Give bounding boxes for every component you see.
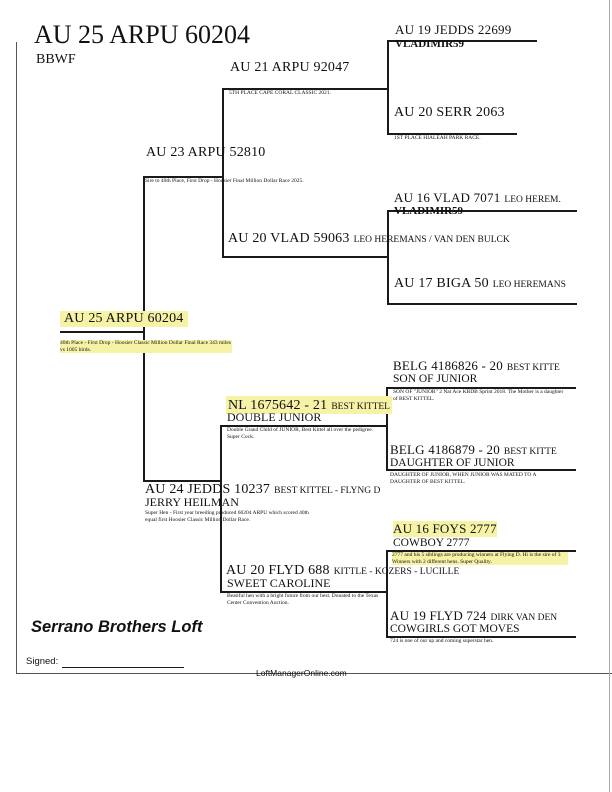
gg5-line: BELG 4186826 - 20 BEST KITTE [393, 357, 560, 375]
gg4-underline [387, 303, 577, 305]
dam-sire-name: DOUBLE JUNIOR [227, 410, 322, 424]
page-border-left [16, 42, 17, 673]
dam-dam-band: AU 20 FLYD 688 [226, 563, 330, 578]
sire-branch-line [222, 88, 224, 256]
dam-name: JERRY HEILMAN [145, 495, 239, 509]
gg3-underline [387, 210, 577, 212]
gg8-breeder: DIRK VAN DEN [490, 613, 558, 623]
gg1-underline [387, 40, 537, 42]
color-code: BBWF [36, 52, 76, 67]
sire-sire-band: AU 21 ARPU 92047 [230, 60, 350, 75]
sire-sire-notes: 5TH PLACE CAPE CORAL CLASSIC 2021. [229, 90, 331, 96]
sire-dam-underline [222, 256, 388, 258]
gg5-underline [386, 387, 576, 389]
gg3-name: VLADIMIR59 [394, 205, 464, 217]
dam-line: AU 24 JEDDS 10237 BEST KITTEL - FLYNG D [145, 480, 380, 498]
dam-branch-line [220, 425, 222, 591]
sire-sire-underline [222, 88, 388, 90]
dam-dam-notes: Beatiful hen with a bright future from o… [227, 593, 379, 606]
dam-band: AU 24 JEDDS 10237 [145, 482, 271, 497]
sire-notes: Sire to 40th Place, First Drop - Hoosier… [145, 178, 304, 184]
dam-dam-branch-line [386, 550, 388, 636]
gg8-line: AU 19 FLYD 724 DIRK VAN DEN [390, 607, 557, 625]
gg5-notes: SON OF "JUNIOR" 2 Nat Ace KBDB Sprint 20… [393, 389, 564, 402]
gg2-notes: 1ST PLACE HIALEAH PARK RACE. [394, 135, 481, 141]
gg7-notes: 2777 and his 5 siblings are producing wi… [392, 552, 568, 565]
subject-band: AU 25 ARPU 60204 [60, 311, 188, 327]
gg5-name: SON OF JUNIOR [393, 373, 478, 385]
sire-dam-band: AU 20 VLAD 59063 [228, 231, 350, 246]
sire-dam-line: AU 20 VLAD 59063 LEO HEREMANS / VAN DEN … [228, 229, 510, 247]
pedigree-title: AU 25 ARPU 60204 [34, 20, 250, 49]
dam-underline [143, 480, 221, 482]
dam-breeder: BEST KITTEL - FLYNG D [274, 486, 381, 496]
dam-sire-underline [220, 425, 388, 427]
dam-dam-line: AU 20 FLYD 688 KITTLE - KOZERS - LUCILLE [226, 561, 459, 579]
dam-sire-branch-line [386, 387, 388, 469]
gg6-breeder: BEST KITTE [503, 447, 557, 457]
gg6-band: BELG 4186879 - 20 [390, 442, 500, 457]
sire-band: AU 23 ARPU 52810 [146, 145, 266, 160]
gg5-band: BELG 4186826 - 20 [393, 358, 503, 373]
gg7-name: COWBOY 2777 [393, 537, 470, 549]
gg6-underline [386, 469, 576, 471]
gg4-band: AU 17 BIGA 50 [394, 276, 489, 291]
gg8-notes: 724 is one of our up and coming supersta… [390, 638, 494, 644]
gg8-underline [386, 636, 576, 638]
sire-sire-branch-line [387, 40, 389, 133]
gg7-band: AU 16 FOYS 2777 [393, 521, 497, 537]
gg1-band: AU 19 JEDDS 22699 [395, 22, 512, 37]
gg6-line: BELG 4186879 - 20 BEST KITTE [390, 441, 557, 459]
signed-label: Signed: [26, 656, 59, 667]
sire-dam-branch-line [387, 210, 389, 303]
gg7-underline [386, 550, 576, 552]
dam-sire-band: NL 1675642 - 21 [228, 398, 328, 413]
page-border-bottom [16, 673, 612, 674]
gg1-name: VLADIMIR59 [395, 38, 465, 50]
sire-underline [143, 176, 223, 178]
dam-sire-notes: Double Grand Child of JUNIOR, Best Kitte… [227, 427, 374, 440]
subject-notes: 40th Place - First Drop - Hoosier Classi… [60, 340, 232, 353]
gg6-name: DAUGHTER OF JUNIOR [390, 457, 515, 469]
gg3-breeder: LEO HEREM. [504, 195, 561, 205]
dam-notes: Super Hen - First year breeding produced… [145, 510, 309, 523]
gg8-band: AU 19 FLYD 724 [390, 608, 487, 623]
loft-name: Serrano Brothers Loft [31, 618, 203, 636]
page-edge-right [609, 0, 610, 792]
dam-dam-breeder: KITTLE - KOZERS - LUCILLE [333, 567, 460, 577]
gg5-breeder: BEST KITTE [506, 363, 560, 373]
gg3-line: AU 16 VLAD 7071 LEO HEREM. [394, 189, 561, 207]
gg2-band: AU 20 SERR 2063 [394, 105, 505, 120]
trunk-line [143, 176, 145, 480]
gg8-name: COWGIRLS GOT MOVES [390, 623, 520, 635]
signature-line [62, 667, 184, 668]
dam-dam-underline [220, 591, 388, 593]
dam-sire-breeder: BEST KITTEL [331, 402, 390, 412]
subject-connector [60, 331, 144, 333]
gg4-line: AU 17 BIGA 50 LEO HEREMANS [394, 274, 566, 292]
gg2-underline [387, 133, 517, 135]
dam-dam-name: SWEET CAROLINE [227, 576, 331, 590]
site-url: LoftManagerOnline.com [256, 668, 347, 678]
sire-dam-breeder: LEO HEREMANS / VAN DEN BULCK [353, 235, 510, 245]
gg4-breeder: LEO HEREMANS [492, 280, 566, 290]
dam-sire-line: NL 1675642 - 21 BEST KITTEL [226, 396, 392, 414]
gg3-band: AU 16 VLAD 7071 [394, 190, 501, 205]
gg6-notes: DAUGHTER OF JUNIOR, WHEN JUNIOR WAS MATE… [390, 472, 537, 485]
